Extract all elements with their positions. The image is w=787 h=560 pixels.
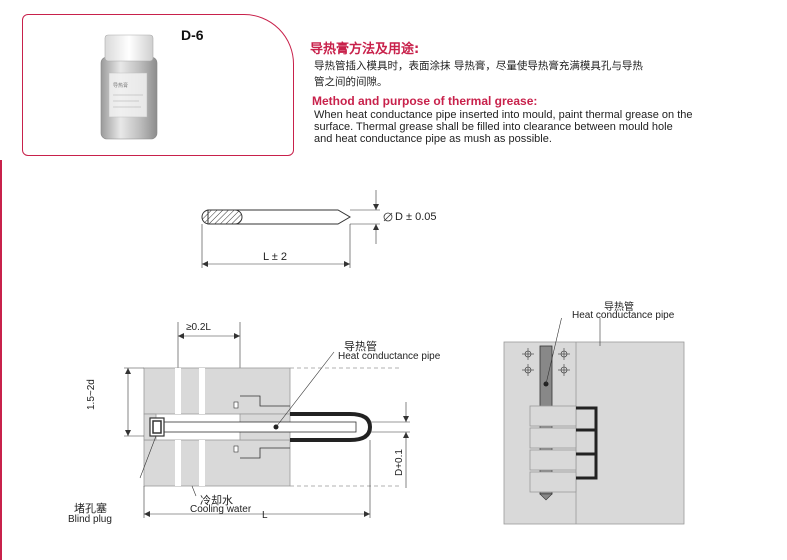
water-label-cn: 冷却水 (200, 494, 233, 507)
heading-en: Method and purpose of thermal grease: (312, 94, 538, 108)
mould-diagram (124, 322, 410, 518)
body-cn: 导热管插入模具时，表面涂抹 导热膏，尽量使导热膏充满模具孔与导热管之间的间隙。 (314, 60, 643, 88)
bottle-image: 导热膏 (100, 34, 158, 140)
body-en: When heat conductance pipe inserted into… (314, 109, 693, 145)
plug-label-en: Blind plug (68, 514, 112, 525)
bottle-label: 导热膏 (113, 82, 128, 89)
mould-pipe-label-en: Heat conductance pipe (338, 351, 441, 362)
left-accent-line (0, 160, 2, 560)
pipe-length-label: L ± 2 (263, 251, 287, 263)
side-pipe-label-cn: 导热管 (604, 302, 634, 313)
side-pipe-label-en: Heat conductance pipe (572, 310, 675, 321)
mould-pipe-label-cn: 导热管 (344, 340, 377, 353)
product-code: D-6 (181, 27, 204, 43)
heading-cn: 导热膏方法及用途: (310, 42, 420, 57)
hole-label: D+0.1 (394, 449, 405, 476)
depth-label: 1.5~2d (86, 379, 97, 410)
pipe-diagram (201, 190, 393, 268)
water-label-en: Cooling water (190, 504, 252, 515)
product-card: D-6 导热膏 (22, 14, 294, 156)
diameter-label: D ± 0.05 (395, 211, 437, 223)
plug-label-cn: 堵孔塞 (74, 502, 107, 515)
min-length-label: ≥0.2L (186, 322, 211, 333)
mould-length-label: L (262, 510, 268, 521)
side-diagram (503, 318, 685, 525)
